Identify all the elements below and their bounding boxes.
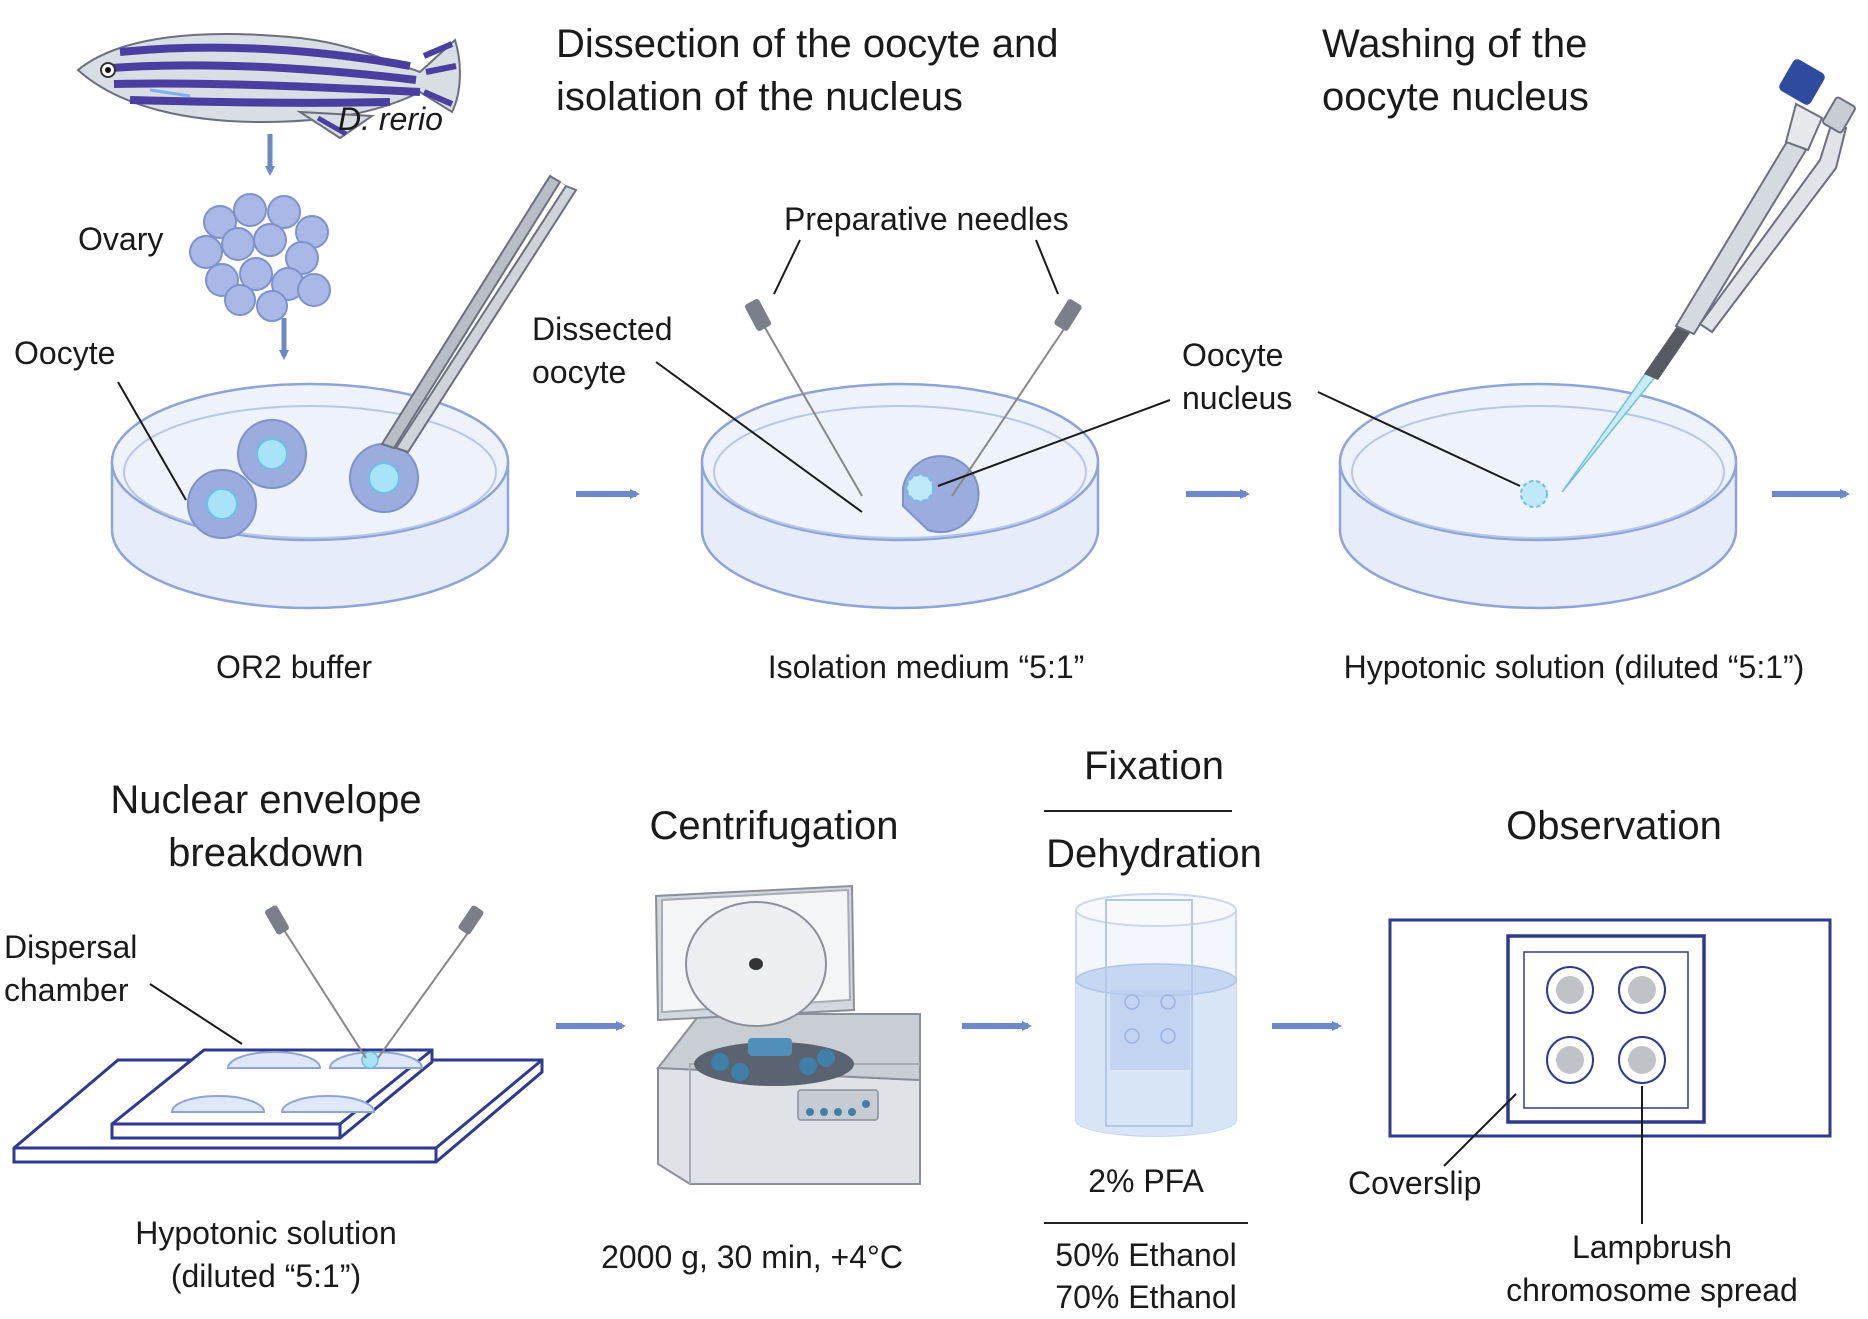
dissected-label-line-2: oocyte	[532, 354, 627, 391]
nucleus-label-line-2: nucleus	[1182, 380, 1293, 417]
dissection-title-line-2: isolation of the nucleus	[556, 75, 963, 120]
observation-slide	[1388, 918, 1832, 1138]
pfa-label: 2% PFA	[1088, 1163, 1204, 1199]
nucleus-leader-line-2	[1317, 391, 1521, 487]
oocyte-cell	[187, 419, 419, 539]
species-label: D. rerio	[338, 101, 443, 137]
ovary-cluster	[189, 193, 331, 322]
hypotonic-label: Hypotonic solution (diluted “5:1”)	[135, 1212, 396, 1298]
hypotonic-label-line-1: Hypotonic solution	[135, 1215, 397, 1251]
washing-title-line-2: oocyte nucleus	[1322, 75, 1589, 120]
centrifuge-icon	[654, 884, 921, 1185]
petri-dish-hypotonic	[1338, 382, 1738, 610]
dissected-leader-line	[655, 361, 863, 513]
washing-title: Washing of the oocyte nucleus	[1322, 18, 1589, 124]
breakdown-title-line-2: breakdown	[168, 831, 364, 876]
chamber-leader-line	[149, 983, 243, 1045]
washing-title-line-1: Washing of the	[1322, 22, 1588, 66]
buffer-label-isolation: Isolation medium “5:1”	[767, 649, 1085, 685]
coverslip-leader-line	[1443, 1093, 1517, 1167]
fixation-title: Fixation	[1083, 744, 1225, 788]
spread-label: Lampbrush chromosome spread	[1506, 1226, 1798, 1312]
hypotonic-label-line-2: (diluted “5:1”)	[170, 1258, 362, 1295]
ethanol-label-1: 50% Ethanol	[1055, 1237, 1237, 1273]
preparative-needle-icon	[744, 299, 1082, 497]
pfa-divider	[1044, 1222, 1248, 1224]
petri-dish-or2	[110, 382, 510, 610]
breakdown-title-line-1: Nuclear envelope	[110, 778, 422, 822]
chamber-label: Dispersal chamber	[4, 926, 137, 1012]
coverslip-label: Coverslip	[1348, 1165, 1482, 1201]
micropipette-icon	[1561, 59, 1856, 493]
ovary-label: Ovary	[78, 221, 164, 257]
zebrafish-icon	[76, 33, 461, 140]
petri-dish-isolation	[700, 382, 1100, 610]
ethanol-label-2: 70% Ethanol	[1055, 1279, 1237, 1315]
dissection-title: Dissection of the oocyte and isolation o…	[556, 18, 1059, 124]
nucleus-leader-line-1	[937, 399, 1171, 487]
dispersal-needles-icon	[265, 905, 484, 1059]
oocyte-leader-line	[117, 381, 187, 501]
centrifugation-params: 2000 g, 30 min, +4°C	[601, 1239, 903, 1275]
dissected-oocyte-label: Dissected oocyte	[532, 308, 673, 394]
needles-leader-left	[773, 239, 801, 295]
observation-title: Observation	[1506, 804, 1722, 848]
nucleus-label-line-1: Oocyte	[1182, 337, 1284, 373]
oocyte-nucleus	[906, 474, 934, 502]
dehydration-title: Dehydration	[1046, 832, 1262, 876]
needles-label: Preparative needles	[784, 201, 1069, 237]
fixation-beaker-icon	[1075, 893, 1237, 1137]
chamber-label-line-1: Dispersal	[4, 929, 138, 965]
spread-label-line-1: Lampbrush	[1571, 1229, 1733, 1265]
centrifugation-title: Centrifugation	[649, 804, 899, 848]
washed-nucleus	[1520, 480, 1548, 508]
chamber-label-line-2: chamber	[4, 972, 129, 1009]
dissection-title-line-1: Dissection of the oocyte and	[556, 22, 1059, 66]
dissected-label-line-1: Dissected	[532, 311, 673, 347]
buffer-label-or2: OR2 buffer	[216, 649, 372, 685]
oocyte-label: Oocyte	[14, 335, 116, 371]
forceps-icon	[380, 174, 578, 454]
nucleus-label: Oocyte nucleus	[1182, 334, 1292, 420]
dispersal-chamber	[12, 1048, 544, 1164]
needles-leader-right	[1035, 239, 1059, 295]
chromosome-spread-icon	[1546, 966, 1666, 1084]
breakdown-title: Nuclear envelope breakdown	[110, 774, 421, 880]
fixation-divider	[1044, 810, 1232, 812]
dissected-oocyte	[902, 455, 980, 534]
buffer-label-hypotonic: Hypotonic solution (diluted “5:1”)	[1343, 649, 1805, 685]
spread-label-line-2: chromosome spread	[1506, 1272, 1798, 1309]
